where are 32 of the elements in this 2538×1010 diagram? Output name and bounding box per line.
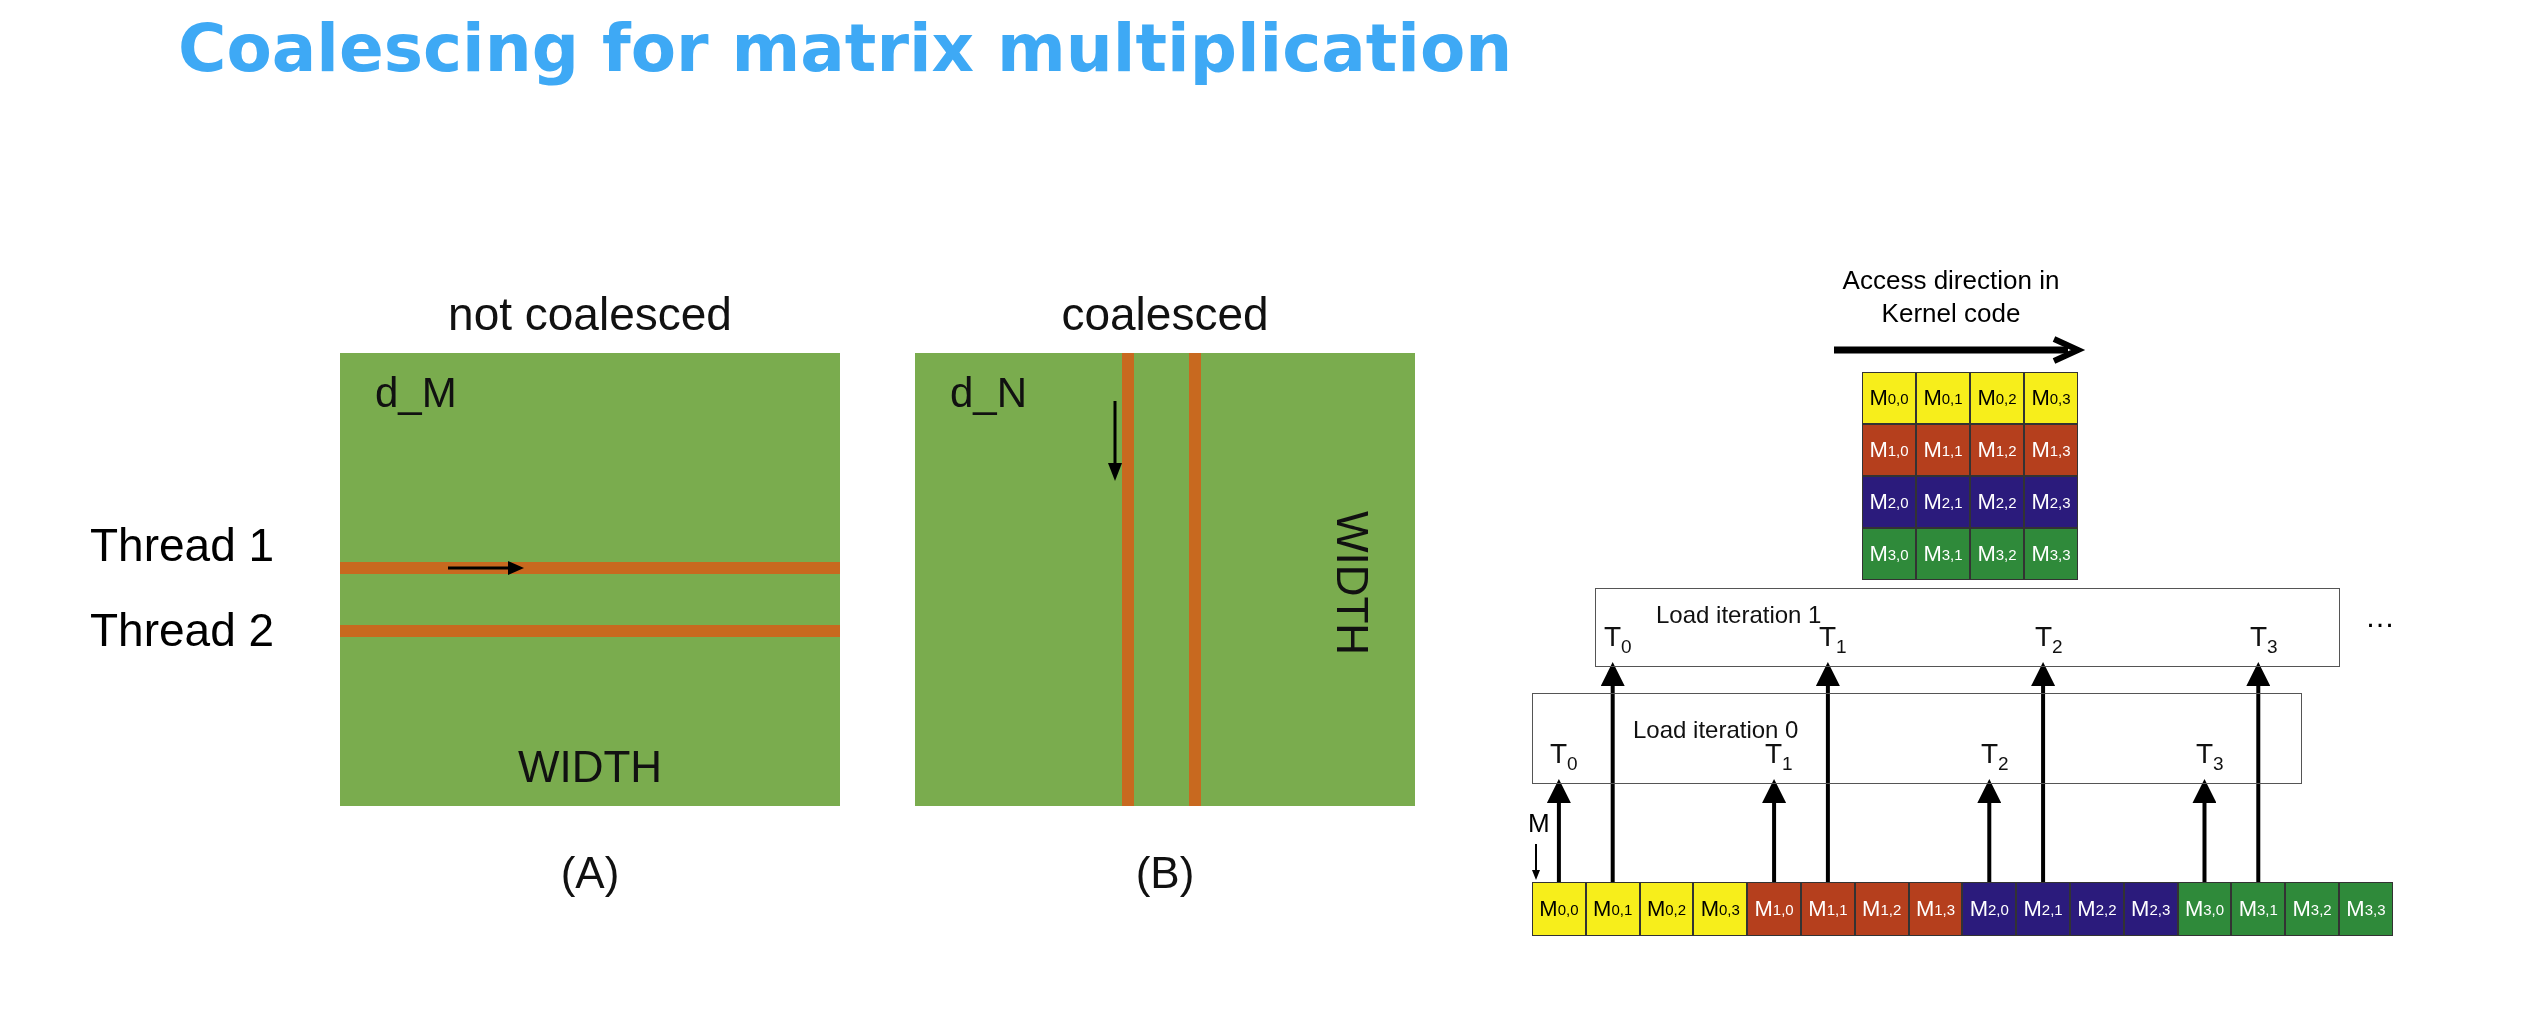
arrow	[1815, 662, 1840, 882]
arrow	[1600, 662, 1625, 882]
thread-label: T$_{0}$	[1604, 622, 1632, 666]
thread-label: T$_{3}$	[2196, 739, 2224, 783]
panel-caption: (B)	[1135, 848, 1195, 898]
arrow	[2192, 779, 2217, 882]
iteration-box	[1532, 693, 2302, 784]
arrow	[2031, 662, 2056, 882]
title: Coalescing for matrix multiplication	[178, 10, 1513, 87]
thread-label: T$_{0}$	[1550, 739, 1578, 783]
panel-caption: (A)	[560, 848, 620, 898]
dimension-label: WIDTH	[1327, 510, 1377, 656]
thread-label: Thread 2	[90, 603, 275, 657]
arrow	[1546, 779, 1571, 882]
arrow	[2246, 662, 2271, 882]
arrow	[1762, 779, 1787, 882]
direction-caption: Access direction in Kernel code	[1841, 264, 2061, 329]
dimension-label: WIDTH	[517, 742, 663, 792]
arrow	[1977, 779, 2002, 882]
panel-heading: coalesced	[1061, 287, 1269, 341]
thread-label: T$_{2}$	[1981, 739, 2009, 783]
ellipsis: …	[2365, 600, 2395, 634]
matrix-name: d_M	[375, 369, 457, 417]
matrix-name: d_N	[950, 369, 1028, 417]
thread-label: Thread 1	[90, 518, 275, 572]
iteration-box	[1595, 588, 2340, 667]
thread-label: T$_{1}$	[1819, 622, 1847, 666]
thread-label: T$_{2}$	[2035, 622, 2063, 666]
panel-heading: not coalesced	[448, 287, 732, 341]
iteration-label: Load iteration 1	[1656, 601, 1822, 628]
matrix-label: M	[1528, 808, 1550, 839]
thread-label: T$_{3}$	[2250, 622, 2278, 666]
